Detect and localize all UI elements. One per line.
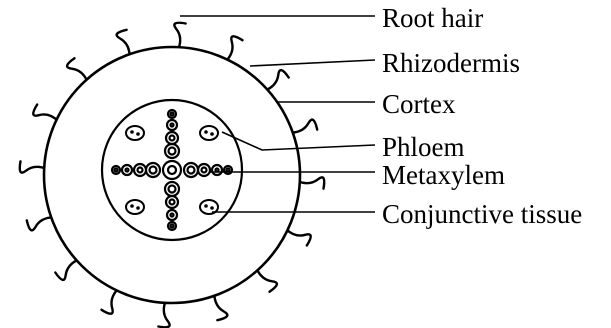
phloem-cell: [204, 204, 208, 208]
root-hair-icon: [257, 268, 277, 291]
label-conjunctive-tissue: Conjunctive tissue: [382, 199, 582, 229]
xylem-lumen: [170, 136, 175, 141]
phloem-cell: [130, 204, 134, 208]
phloem-group: [200, 126, 218, 140]
root-hair-icon: [55, 260, 78, 280]
root-hair-icon: [20, 161, 46, 172]
root-hair-icon: [33, 105, 58, 122]
xylem-lumen: [171, 214, 174, 217]
root-hair-icon: [298, 177, 324, 188]
leader-rhizodermis: [250, 60, 375, 66]
xylem-lumen: [169, 148, 176, 155]
phloem-cell: [136, 132, 140, 136]
root-hair-icon: [286, 229, 311, 246]
xylem-lumen: [138, 168, 143, 173]
root-hair-icon: [158, 301, 169, 327]
root-hair-icon: [291, 120, 318, 133]
xylem-lumen: [150, 167, 157, 174]
xylem-lumen: [227, 169, 230, 172]
root-hair-icon: [67, 58, 87, 81]
label-metaxylem: Metaxylem: [382, 160, 505, 190]
phloem-cell: [204, 130, 208, 134]
label-rhizodermis: Rhizodermis: [382, 48, 520, 78]
xylem-lumen: [171, 225, 174, 228]
xylem-lumen: [169, 186, 176, 193]
phloem-cell: [210, 132, 214, 136]
label-root-hair: Root hair: [382, 3, 483, 33]
root-hair-icon: [174, 23, 185, 49]
phloem-cell: [130, 130, 134, 134]
phloem-cell: [136, 206, 140, 210]
root-hair-icon: [226, 36, 243, 61]
root-hair-icon: [117, 30, 130, 57]
xylem-lumen: [171, 124, 174, 127]
xylem-lumen: [216, 169, 219, 172]
root-hair-icon: [265, 70, 288, 90]
xylem-lumen: [188, 167, 195, 174]
phloem-group: [126, 126, 144, 140]
xylem-lumen: [126, 169, 129, 172]
root-hair-icon: [214, 294, 227, 321]
root-hair-icon: [102, 289, 119, 314]
phloem-cell: [210, 206, 214, 210]
xylem-lumen: [202, 168, 207, 173]
metaxylem-lumen: [168, 166, 176, 174]
xylem-lumen: [171, 113, 174, 116]
xylem-lumen: [115, 169, 118, 172]
xylem-lumen: [170, 200, 175, 205]
phloem-group: [126, 200, 144, 214]
label-cortex: Cortex: [382, 89, 456, 119]
root-hair-icon: [27, 217, 54, 230]
label-phloem: Phloem: [382, 132, 465, 162]
